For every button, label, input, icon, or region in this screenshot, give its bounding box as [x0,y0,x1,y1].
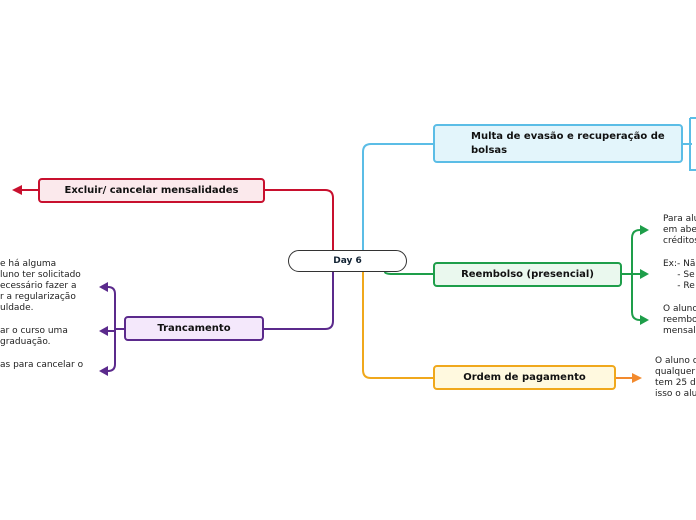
reembolso-note-2: Ex:- Nã - Se - Re [663,259,696,291]
arrow-right-icon [640,225,649,235]
reembolso-note-1: Para alu em abe créditos [663,214,696,246]
trancamento-note-1: e há alguma luno ter solicitado ecessári… [0,259,81,313]
trancamento-note-3: as para cancelar o [0,360,84,370]
arrow-left-icon [12,185,22,195]
connector-trancamento-bracket [107,286,124,372]
topic-excluir-cancelar-mensalidades[interactable]: Excluir/ cancelar mensalidades [38,178,265,203]
topic-multa-evasao[interactable]: Multa de evasão e recuperação de bolsas [433,124,683,163]
arrow-left-icon [99,366,108,376]
arrow-left-icon [99,326,108,336]
topic-reembolso-presencial[interactable]: Reembolso (presencial) [433,262,622,287]
arrow-right-icon [640,269,649,279]
connector-multa [362,143,433,261]
connector-trancamento [264,261,334,330]
connector-ordem [362,261,433,379]
ordem-note: O aluno c qualquer tem 25 d isso o alu [655,356,696,399]
arrow-right-icon [632,373,642,383]
topic-trancamento[interactable]: Trancamento [124,316,264,341]
topic-ordem-de-pagamento[interactable]: Ordem de pagamento [433,365,616,390]
connector-multa-sub [689,117,696,171]
reembolso-note-3: O aluno reembo mensal [663,304,696,336]
connector-excluir [265,189,334,261]
central-topic[interactable]: Day 6 [288,250,407,272]
arrow-left-icon [99,282,108,292]
connector-reembolso-bracket [622,229,641,321]
arrow-right-icon [640,315,649,325]
connector-reembolso [384,271,433,275]
trancamento-note-2: ar o curso uma graduação. [0,326,68,347]
